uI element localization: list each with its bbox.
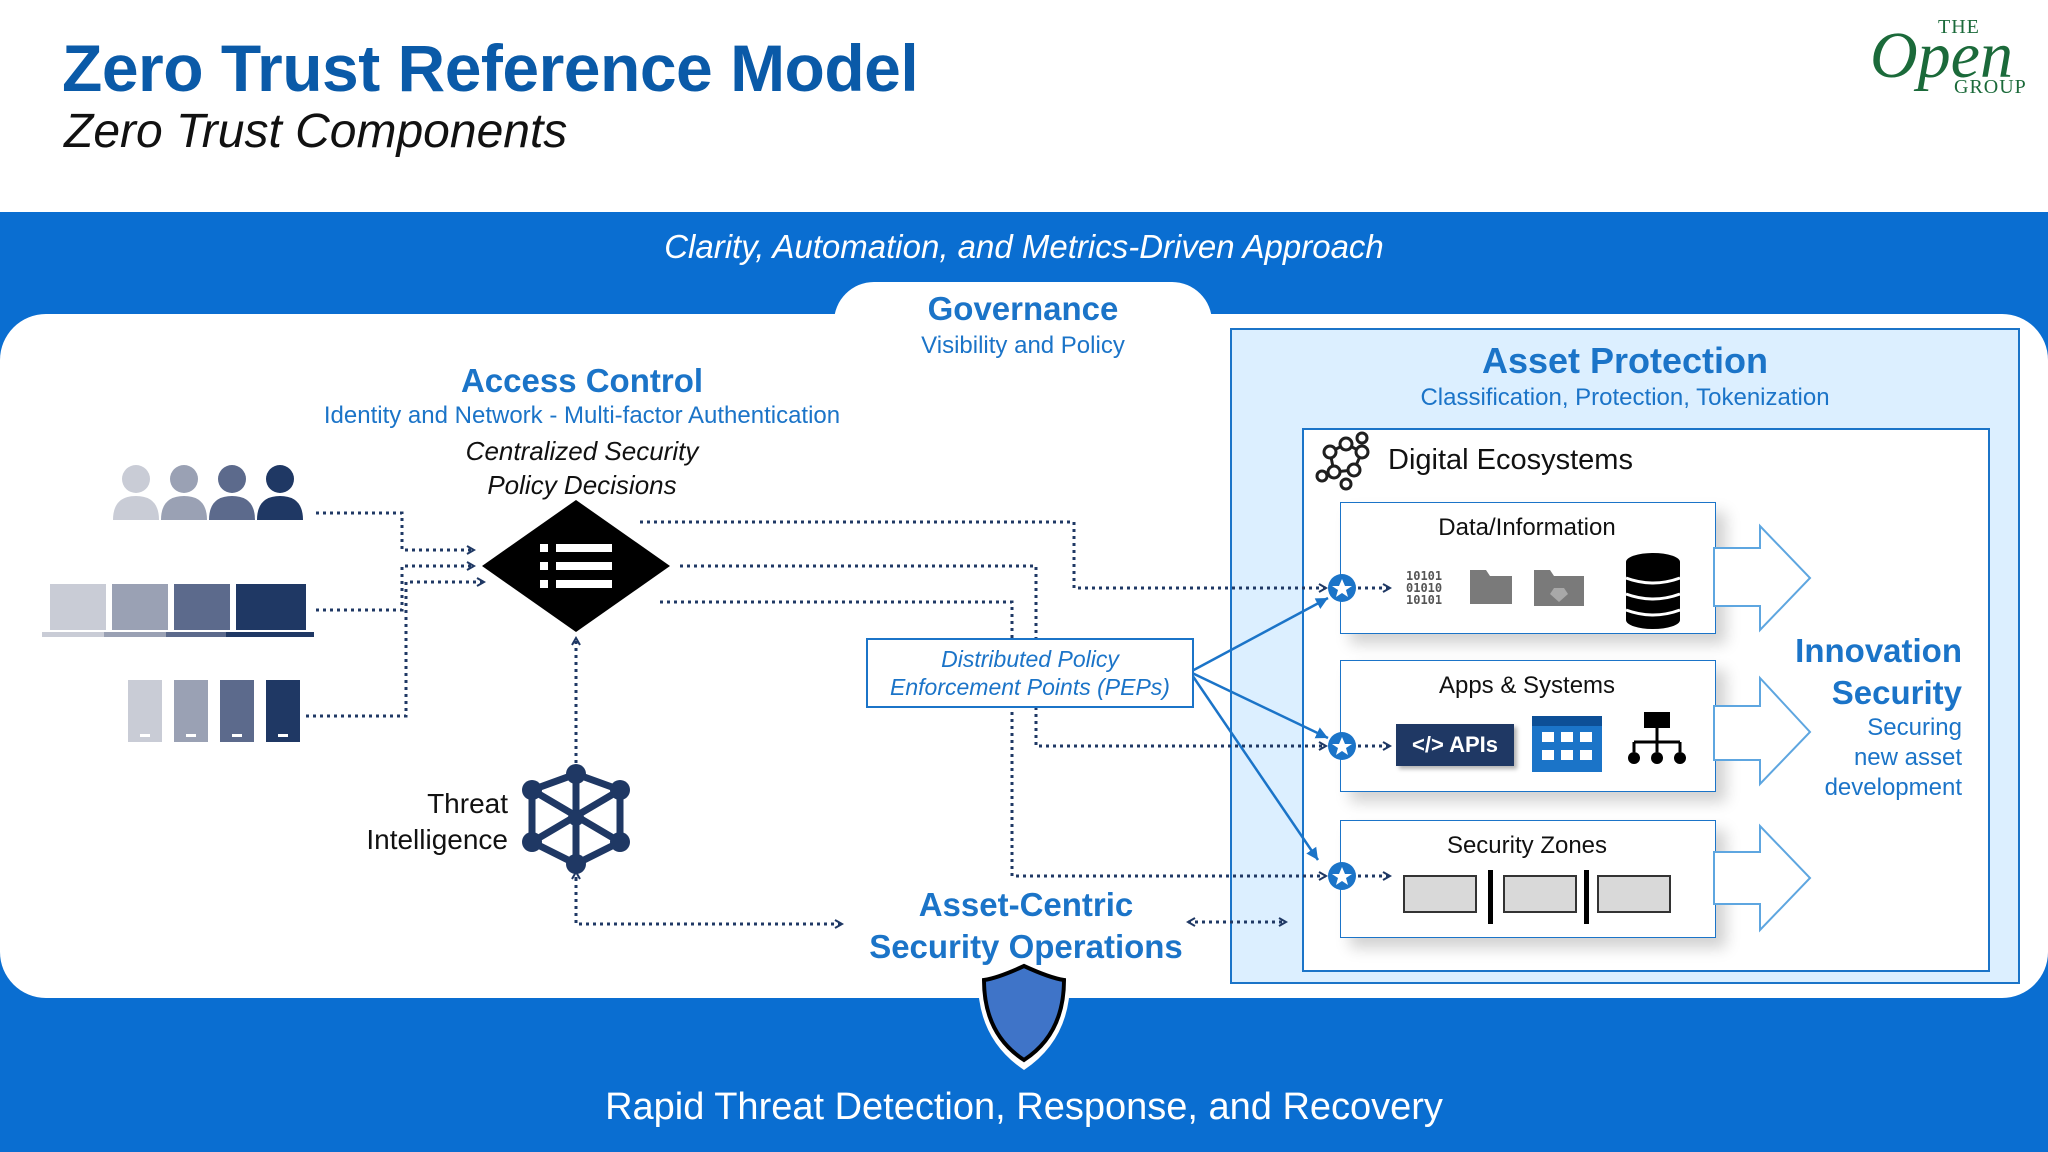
- threat-network-icon: [522, 764, 630, 874]
- page-title: Zero Trust Reference Model: [62, 31, 919, 105]
- pep-label-2: Enforcement Points (PEPs): [890, 674, 1170, 700]
- mobile-devices-icon: [128, 680, 300, 742]
- innovation-sub-3: development: [1824, 774, 1962, 801]
- page-subtitle: Zero Trust Components: [64, 105, 568, 158]
- pep-label-1: Distributed Policy: [941, 646, 1119, 672]
- pep-connectors: [1188, 596, 1329, 861]
- threat-intelligence-label-1: Threat: [427, 788, 508, 819]
- innovation-title-1: Innovation: [1795, 632, 1962, 669]
- pep-box: [866, 638, 1194, 708]
- governance-subtitle: Visibility and Policy: [921, 332, 1125, 359]
- svg-text:01010: 01010: [1406, 581, 1442, 595]
- logo-open: Open: [1870, 19, 2013, 92]
- binary-data-icon: 10101 01010 10101: [1406, 569, 1442, 607]
- asset-protection-title: Asset Protection: [1481, 340, 1769, 381]
- access-control-title: Access Control: [460, 362, 704, 399]
- folder-icon: [1470, 570, 1584, 606]
- security-operations-title-1: Asset-Centric: [918, 886, 1134, 923]
- threat-intelligence-label-2: Intelligence: [366, 824, 508, 855]
- innovation-title-2: Security: [1831, 674, 1962, 711]
- digital-ecosystems-label: Digital Ecosystems: [1388, 444, 1633, 476]
- svg-text:10101: 10101: [1406, 569, 1442, 583]
- svg-text:10101: 10101: [1406, 593, 1442, 607]
- data-information-label: Data/Information: [1438, 514, 1616, 541]
- access-control-subtitle: Identity and Network - Multi-factor Auth…: [323, 402, 841, 429]
- asset-protection-subtitle: Classification, Protection, Tokenization: [1420, 384, 1830, 411]
- open-group-logo: THE Open GROUP: [1870, 14, 2040, 104]
- enforcement-star-icon: [1328, 574, 1356, 890]
- top-caption: Clarity, Automation, and Metrics-Driven …: [664, 228, 1384, 265]
- policy-decision-label-1: Centralized Security: [465, 436, 699, 466]
- logo-the: THE: [1938, 16, 1980, 38]
- app-grid-icon: [1532, 716, 1602, 772]
- ecosystem-network-icon: [1315, 431, 1370, 491]
- dotted-connectors: [306, 511, 1390, 924]
- policy-decision-label-2: Policy Decisions: [487, 470, 677, 500]
- governance-title: Governance: [927, 290, 1119, 327]
- apis-badge: </> APIs: [1396, 724, 1514, 766]
- laptops-icon: [42, 584, 314, 637]
- users-icon: [113, 465, 303, 520]
- shield-icon: [977, 963, 1071, 1070]
- database-icon: [1625, 553, 1681, 629]
- security-zones-label: Security Zones: [1446, 832, 1608, 859]
- security-operations-title-2: Security Operations: [869, 928, 1183, 965]
- logo-group: GROUP: [1954, 76, 2027, 98]
- innovation-sub-1: Securing: [1867, 714, 1962, 741]
- zone-barrier-icon: [1403, 870, 1671, 924]
- hierarchy-icon: [1628, 712, 1686, 764]
- innovation-sub-2: new asset: [1853, 744, 1962, 771]
- innovation-arrows: [1713, 523, 1812, 933]
- policy-decision-icon: [482, 500, 670, 632]
- governance-tab: [834, 282, 1212, 392]
- bottom-caption: Rapid Threat Detection, Response, and Re…: [605, 1086, 1443, 1128]
- apps-systems-label: Apps & Systems: [1438, 672, 1616, 699]
